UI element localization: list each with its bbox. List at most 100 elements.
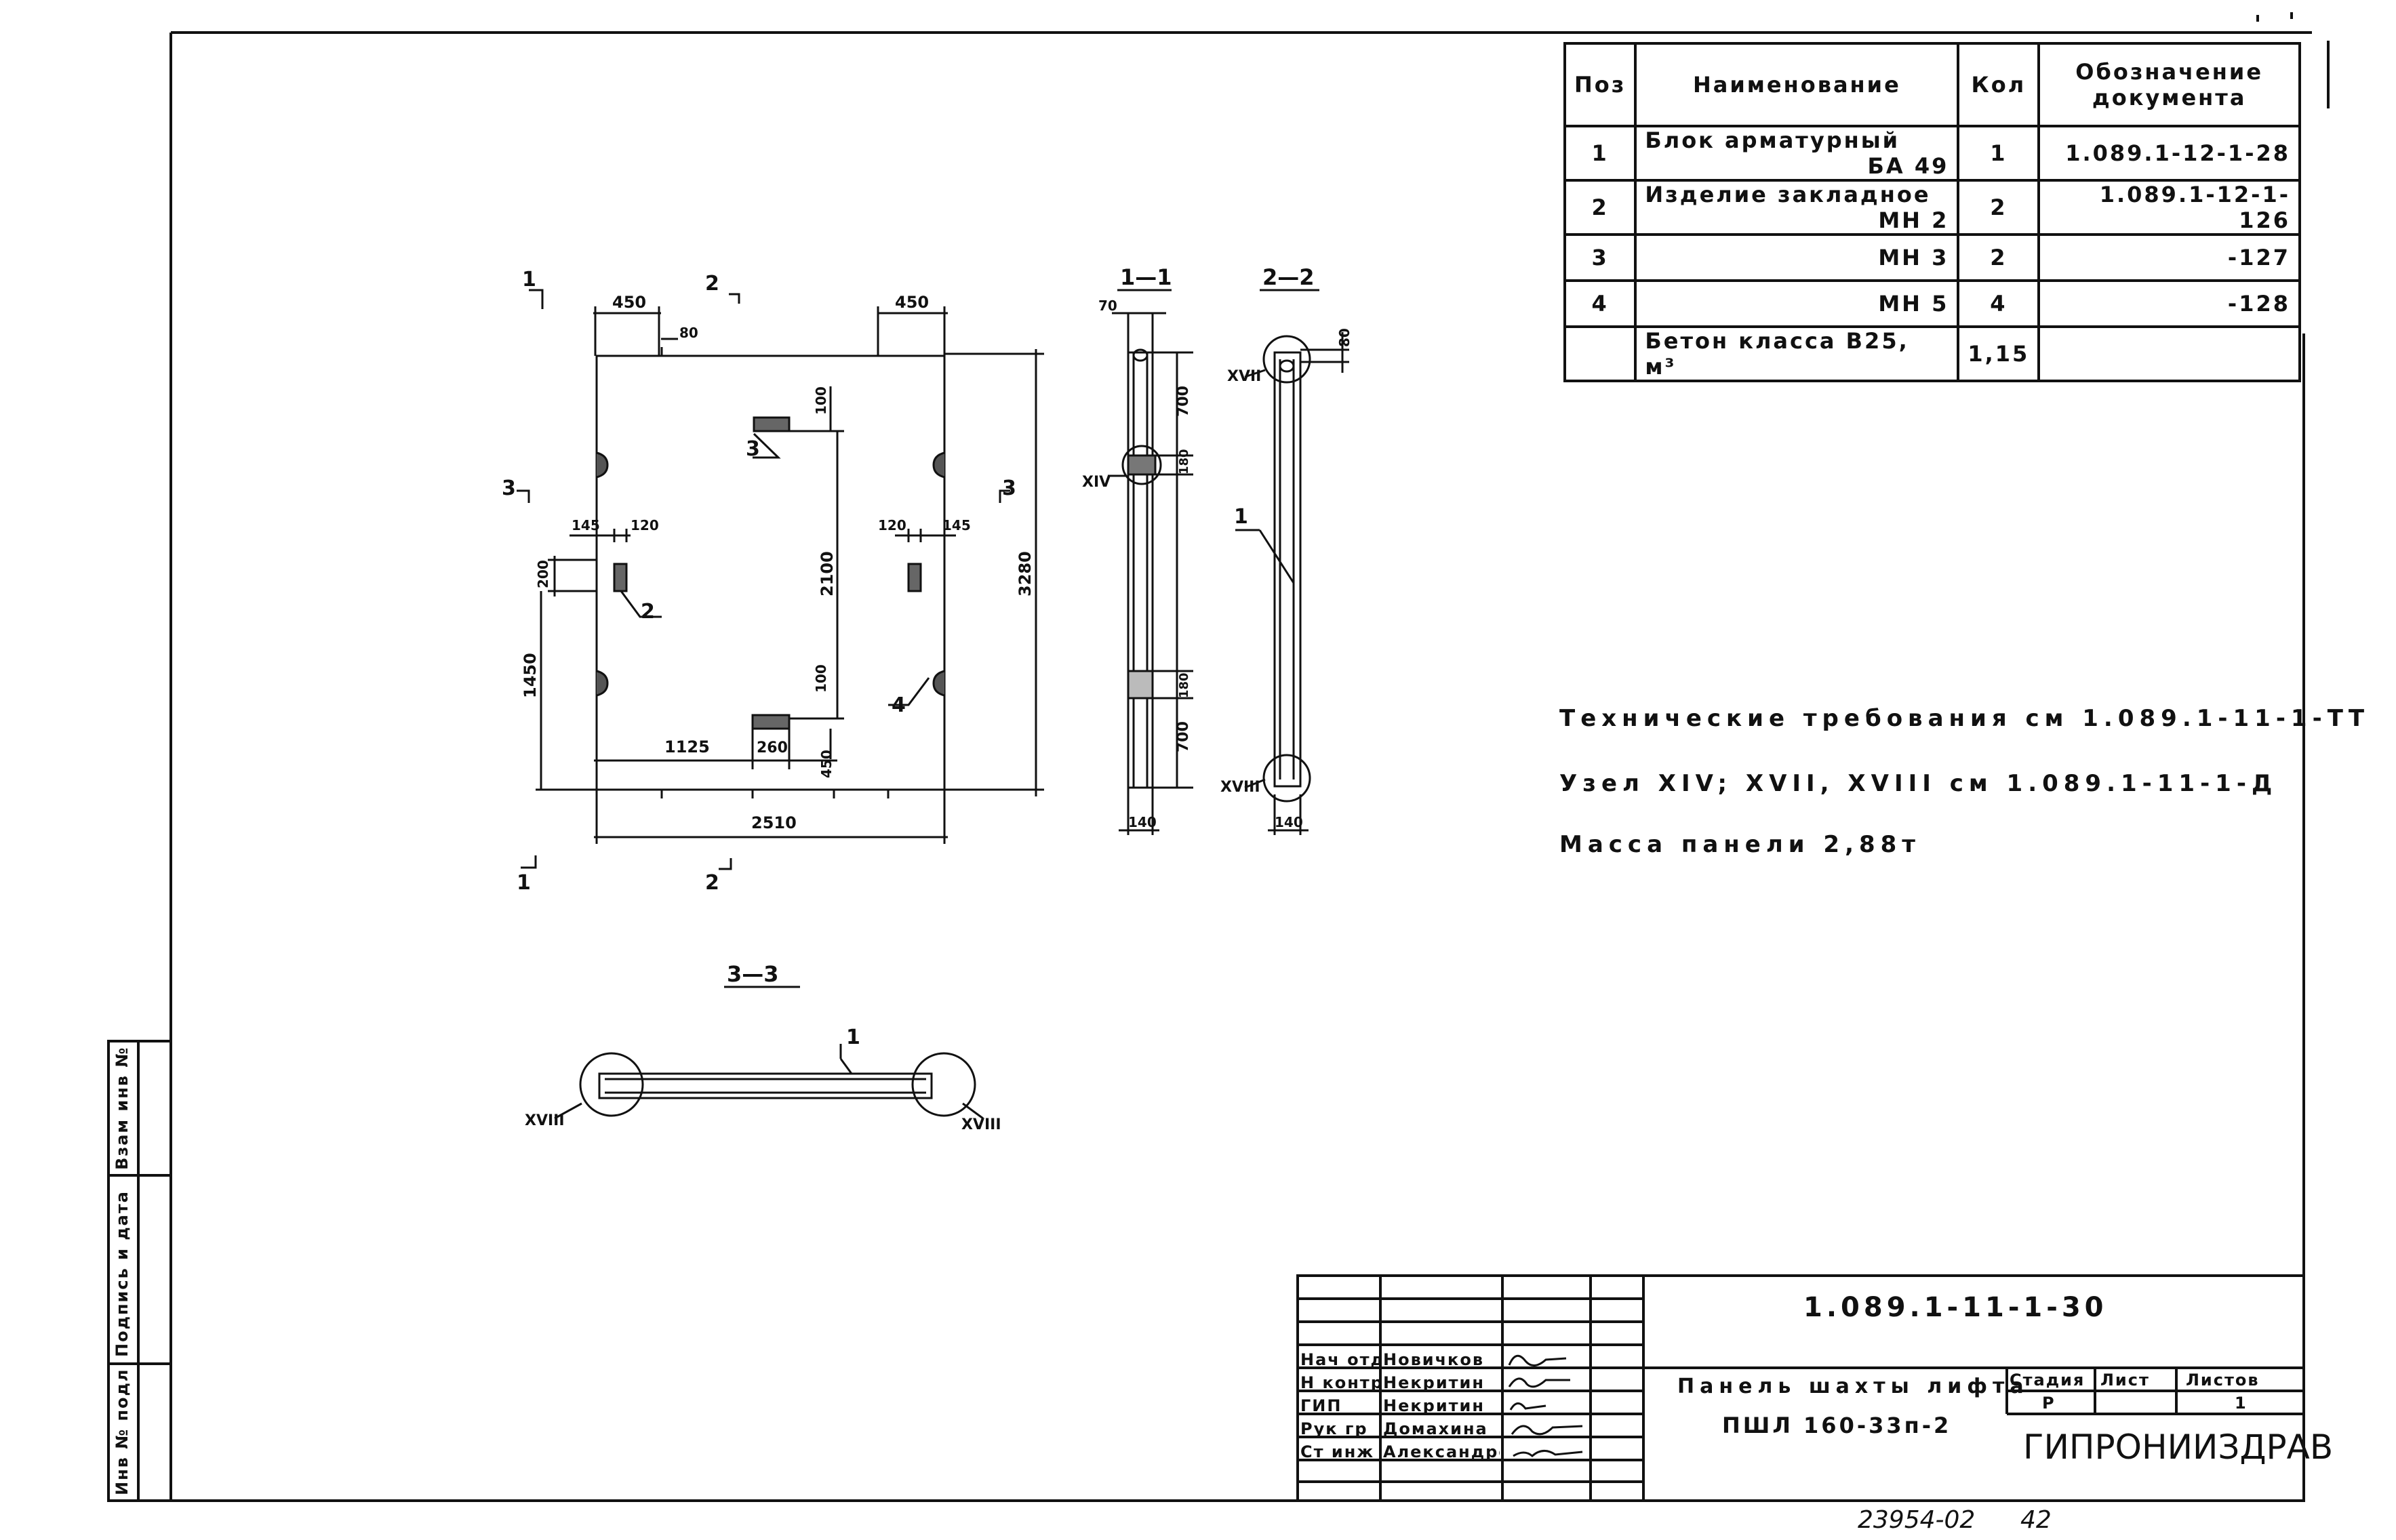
side-stamp-grid <box>107 1040 172 1502</box>
cell-pos <box>1563 325 1637 382</box>
cut-mark-label: 1 <box>517 871 531 895</box>
item-name: Бетон класса B25, м³ <box>1645 328 1909 380</box>
dim-text: 100 <box>813 386 829 415</box>
section-1-1-text: 1—1 70 700 180 180 700 140 XIV <box>1082 264 1192 830</box>
cell-pos: 3 <box>1563 233 1637 282</box>
dim-text: 120 <box>878 517 906 533</box>
person-name: Домахина <box>1383 1419 1488 1438</box>
item-mark: МН 2 <box>1878 207 1949 233</box>
note-technical-requirements: Технические требования см 1.089.1-11-1-Т… <box>1559 705 2370 732</box>
signature-scribbles <box>1508 1354 1583 1457</box>
cell-name: МН 5 <box>1634 279 1960 328</box>
section-1-1 <box>1108 289 1193 835</box>
panel-outline <box>595 354 946 791</box>
header-name: Наименование <box>1634 42 1960 127</box>
person-name: Некритин <box>1383 1396 1485 1415</box>
sheets-header: Листов <box>2186 1371 2260 1390</box>
dim-text: 1125 <box>664 737 710 756</box>
dim-text: 700 <box>1175 721 1192 752</box>
plan-dimension-text: 450 450 80 3280 2100 100 100 145 120 120… <box>502 268 1035 895</box>
archive-number: 23954-02 <box>1858 1506 1976 1534</box>
cut-mark-label: 2 <box>705 871 719 895</box>
section-title: 3—3 <box>727 961 779 987</box>
position-label: 2 <box>641 600 655 624</box>
note-panel-mass: Масса панели 2,88т <box>1559 831 1921 858</box>
cell-doc: 1.089.1-12-1-126 <box>2037 179 2301 236</box>
table-row: 4 МН 5 4 -128 <box>1563 279 2301 328</box>
item-name: Изделие закладное <box>1645 182 1931 207</box>
dim-text: 120 <box>631 517 659 533</box>
document-code: 1.089.1-11-1-30 <box>1803 1292 2108 1323</box>
panel-mark: ПШЛ 160-33п-2 <box>1722 1413 1952 1438</box>
cell-name: Бетон класса B25, м³ <box>1634 325 1960 382</box>
role-label: Нач отд <box>1300 1350 1379 1369</box>
embedded-item-mn2-right <box>907 563 922 592</box>
dim-text: 200 <box>535 560 551 588</box>
cell-qty: 1 <box>1957 125 2041 182</box>
side-stamp-signature-date: Подпись и дата <box>113 1190 132 1357</box>
note-nodes-reference: Узел XIV; XVII, XVIII см 1.089.1-11-1-Д <box>1559 770 2278 797</box>
header-doc: Обозначение документа <box>2037 42 2301 127</box>
table-row: 3 МН 3 2 -127 <box>1563 233 2301 282</box>
section-2-2-text: 2—2 80 140 1 XVII XVIII <box>1220 264 1353 830</box>
dim-text: 450 <box>895 293 929 312</box>
dim-text: 450 <box>612 293 646 312</box>
item-mark: МН 5 <box>1878 291 1949 317</box>
node-label: XVIII <box>525 1112 565 1129</box>
person-name: Некритин <box>1383 1373 1485 1392</box>
cell-doc <box>2037 325 2301 382</box>
sheets-value: 1 <box>2235 1394 2248 1413</box>
item-mark: МН 3 <box>1878 245 1949 270</box>
role-label: ГИП <box>1300 1396 1342 1415</box>
role-label: Ст инж <box>1300 1442 1375 1461</box>
cell-pos: 1 <box>1563 125 1637 182</box>
dim-text: 260 <box>757 739 788 756</box>
dim-text: 3280 <box>1016 551 1035 596</box>
dim-text: 70 <box>1098 298 1117 314</box>
person-name: Новичков <box>1383 1350 1485 1369</box>
cut-mark-label: 1 <box>522 268 536 291</box>
cut-mark-label: 3 <box>1002 477 1016 500</box>
side-stamp-inv-number: Инв № подл <box>113 1368 132 1495</box>
cell-qty: 2 <box>1957 179 2041 236</box>
specification-table: Поз Наименование Кол Обозначение докумен… <box>1563 42 2301 382</box>
position-label: 3 <box>746 437 760 461</box>
node-label: XVIII <box>1220 779 1260 796</box>
dim-text: 140 <box>1128 814 1157 830</box>
cell-pos: 4 <box>1563 279 1637 328</box>
table-row: Бетон класса B25, м³ 1,15 <box>1563 325 2301 382</box>
dim-text: 140 <box>1275 814 1303 830</box>
item-name: Блок арматурный <box>1645 127 1900 153</box>
cell-doc: -128 <box>2037 279 2301 328</box>
dim-text: 180 <box>1177 449 1191 474</box>
stage-header: Стадия <box>2010 1371 2085 1390</box>
cell-qty: 2 <box>1957 233 2041 282</box>
sheet-header: Лист <box>2100 1371 2150 1390</box>
position-label: 1 <box>846 1026 860 1049</box>
node-label: XIV <box>1082 474 1111 491</box>
section-2-2 <box>1235 289 1349 835</box>
side-stamp-replacement-inv: Взам инв № <box>113 1046 132 1170</box>
node-label: XVIII <box>961 1116 1001 1133</box>
section-title: 1—1 <box>1120 264 1172 290</box>
page-number: 42 <box>2020 1506 2052 1534</box>
person-name: Александров <box>1383 1442 1500 1461</box>
cell-doc: -127 <box>2037 233 2301 282</box>
position-label: 1 <box>1234 505 1248 529</box>
dim-text: 145 <box>942 517 971 533</box>
header-pos: Поз <box>1563 42 1637 127</box>
dim-text: 180 <box>1177 672 1191 698</box>
dim-text: 2510 <box>751 813 797 832</box>
dim-text: 80 <box>1336 328 1353 347</box>
dim-text: 2100 <box>818 551 837 596</box>
header-qty: Кол <box>1957 42 2041 127</box>
dim-text: 100 <box>813 664 829 693</box>
role-label: Рук гр <box>1300 1419 1368 1438</box>
section-3-3 <box>554 986 984 1120</box>
embedded-item-mn3-top <box>753 416 791 432</box>
